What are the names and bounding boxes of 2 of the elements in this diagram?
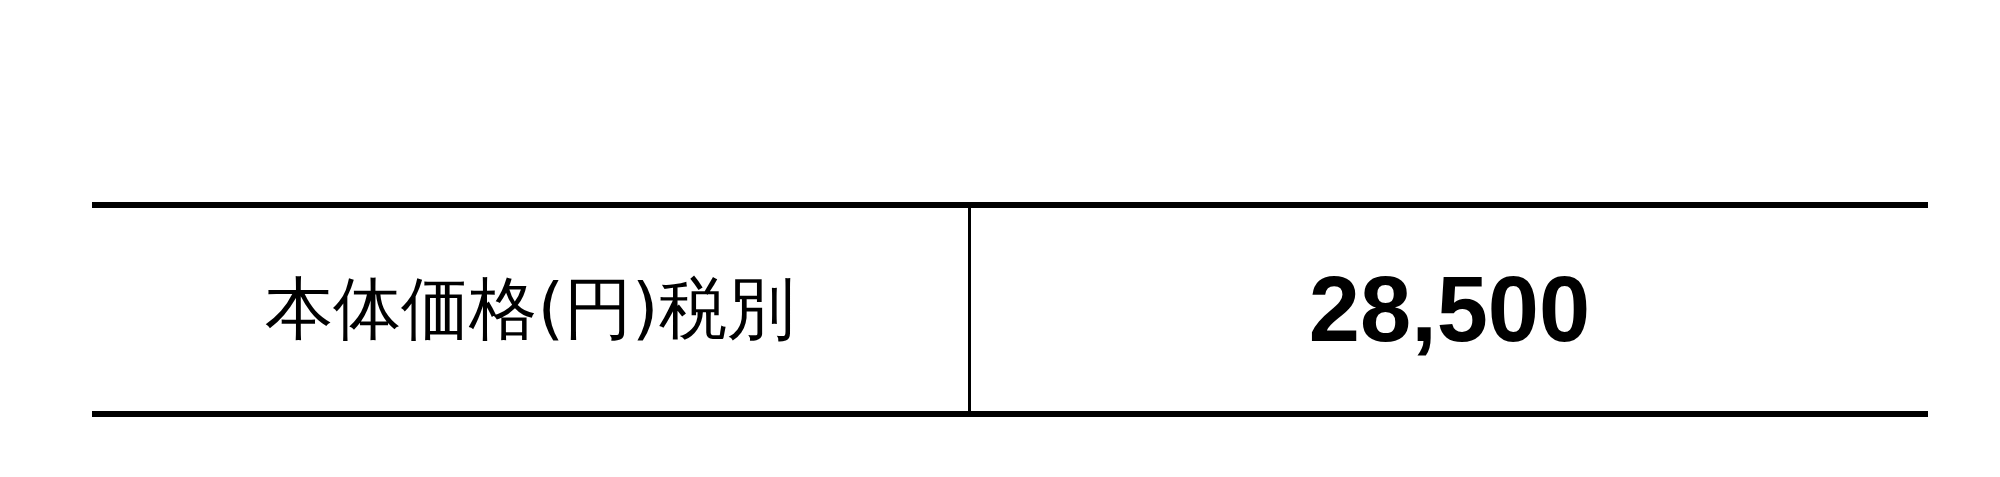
price-value: 28,500 — [1308, 258, 1591, 360]
row-label: 本体価格(円)税別 — [265, 269, 795, 348]
